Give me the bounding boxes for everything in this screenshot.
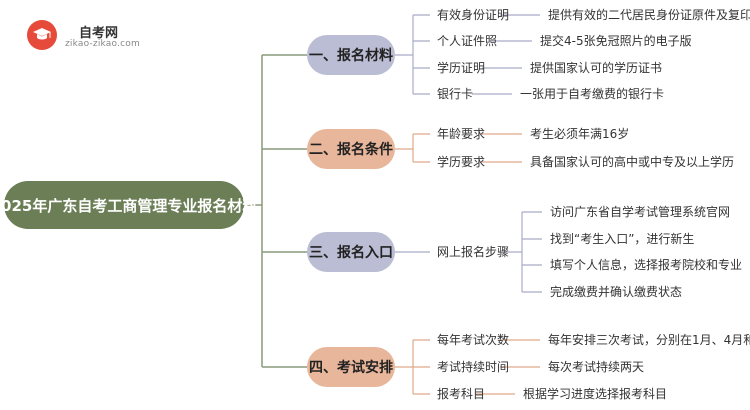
leaf-label: 有效身份证明	[437, 8, 510, 22]
branch-node-conditions: 二、报名条件	[307, 129, 395, 169]
leaf-label: 学历要求	[437, 155, 486, 169]
leaf-detail: 一张用于自考缴费的银行卡	[520, 87, 665, 101]
leaf-detail: 根据学习进度选择报考科目	[523, 387, 668, 401]
leaf-label: 银行卡	[437, 87, 474, 101]
branch-node-materials: 一、报名材料	[307, 35, 395, 75]
leaf-detail: 提供国家认可的学历证书	[530, 61, 663, 75]
leaf-label: 个人证件照	[437, 34, 498, 48]
logo-title: 自考网	[79, 26, 119, 41]
leaf-label: 年龄要求	[437, 127, 486, 141]
step-item: 访问广东省自学考试管理系统官网	[550, 205, 731, 219]
branch-node-schedule: 四、考试安排	[307, 347, 395, 387]
step-item: 填写个人信息，选择报考院校和专业	[550, 258, 743, 272]
step-item: 完成缴费并确认缴费状态	[550, 285, 683, 299]
root-node: 2025年广东自考工商管理专业报名材料	[0, 181, 257, 229]
logo-url: zikao-zikao.com	[65, 39, 140, 49]
leaf-label: 网上报名步骤	[437, 245, 510, 259]
leaf-label: 考试持续时间	[437, 360, 510, 374]
leaf-label: 报考科目	[437, 387, 486, 401]
graduation-cap-icon	[27, 20, 57, 50]
leaf-detail: 每年安排三次考试，分别在1月、4月和10月	[548, 333, 750, 347]
leaf-label: 每年考试次数	[437, 333, 510, 347]
leaf-detail: 提交4-5张免冠照片的电子版	[540, 34, 692, 48]
leaf-detail: 每次考试持续两天	[548, 360, 645, 374]
leaf-label: 学历证明	[437, 61, 486, 75]
branch-node-entrance: 三、报名入口	[307, 232, 395, 272]
leaf-detail: 考生必须年满16岁	[530, 127, 630, 141]
leaf-detail: 具备国家认可的高中或中专及以上学历	[530, 155, 735, 169]
leaf-detail: 提供有效的二代居民身份证原件及复印件	[548, 8, 750, 22]
site-logo[interactable]: 自考网 zikao-zikao.com	[27, 18, 140, 52]
step-item: 找到“考生入口”，进行新生	[550, 232, 695, 246]
